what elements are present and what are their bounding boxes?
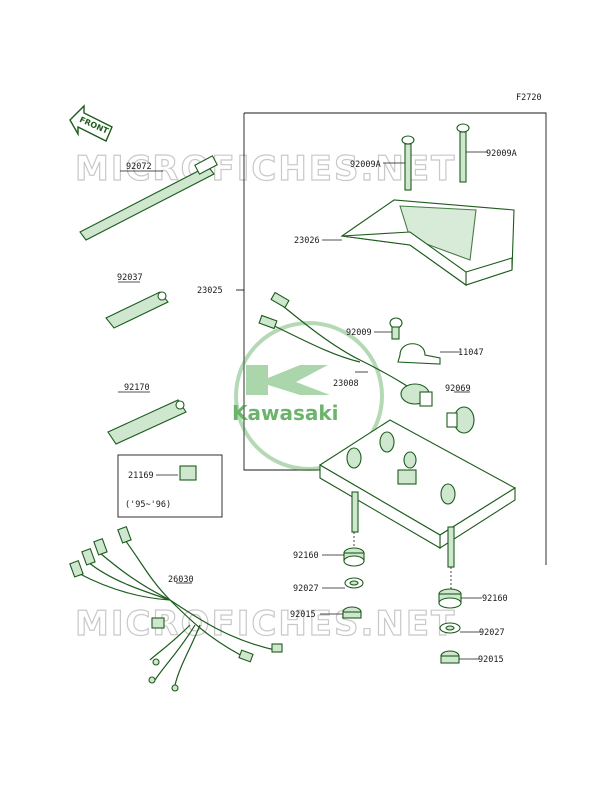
kawasaki-logo: Kawasaki [232, 321, 384, 471]
date-note: ('95~'96) [125, 500, 171, 510]
label-92160-left: 92160 [293, 551, 319, 561]
label-21169: 21169 [128, 471, 154, 481]
strap-long [79, 155, 218, 241]
clip-21169 [179, 465, 197, 481]
grommet-92160-left [343, 547, 365, 567]
box-21169 [117, 454, 223, 518]
clamp-11047 [397, 343, 441, 365]
nut-92015-right [440, 650, 460, 664]
label-92015-left: 92015 [290, 610, 316, 620]
label-92009A-right: 92009A [486, 149, 517, 159]
label-92037: 92037 [117, 273, 143, 283]
strap-92170 [107, 399, 187, 445]
screw-92009 [389, 317, 403, 340]
screw-92009A-right [456, 123, 470, 183]
assembly-frame [244, 112, 547, 565]
grommet-92160-right [438, 588, 462, 609]
logo-text: Kawasaki [232, 401, 339, 425]
strap-short [105, 291, 169, 329]
label-92160-right: 92160 [482, 594, 508, 604]
watermark-top: MICROFICHES.NET [75, 149, 456, 189]
socket-harness [258, 291, 433, 407]
housing-base [318, 419, 517, 550]
label-23025: 23025 [197, 286, 223, 296]
label-26030: 26030 [168, 575, 194, 585]
label-23008: 23008 [333, 379, 359, 389]
label-92009A-left: 92009A [350, 160, 381, 170]
wire-harness [69, 526, 283, 692]
washer-92027-left [344, 577, 364, 589]
label-92015-right: 92015 [478, 655, 504, 665]
label-11047: 11047 [458, 348, 484, 358]
front-arrow-icon: FRONT [69, 104, 113, 142]
bulb-92069 [446, 406, 475, 434]
label-92009: 92009 [346, 328, 372, 338]
label-92170: 92170 [124, 383, 150, 393]
screw-92009A-left [401, 135, 415, 191]
label-23026: 23026 [294, 236, 320, 246]
figure-code: F2720 [516, 93, 542, 103]
stud-left [351, 491, 359, 533]
label-92027-left: 92027 [293, 584, 319, 594]
label-92072: 92072 [126, 162, 152, 172]
label-92027-right: 92027 [479, 628, 505, 638]
lens-cover [340, 199, 515, 287]
label-92069: 92069 [445, 384, 471, 394]
nut-92015-left [342, 606, 362, 619]
stud-right [447, 526, 455, 568]
watermark-bottom: MICROFICHES.NET [75, 604, 456, 644]
washer-92027-right [439, 622, 461, 634]
